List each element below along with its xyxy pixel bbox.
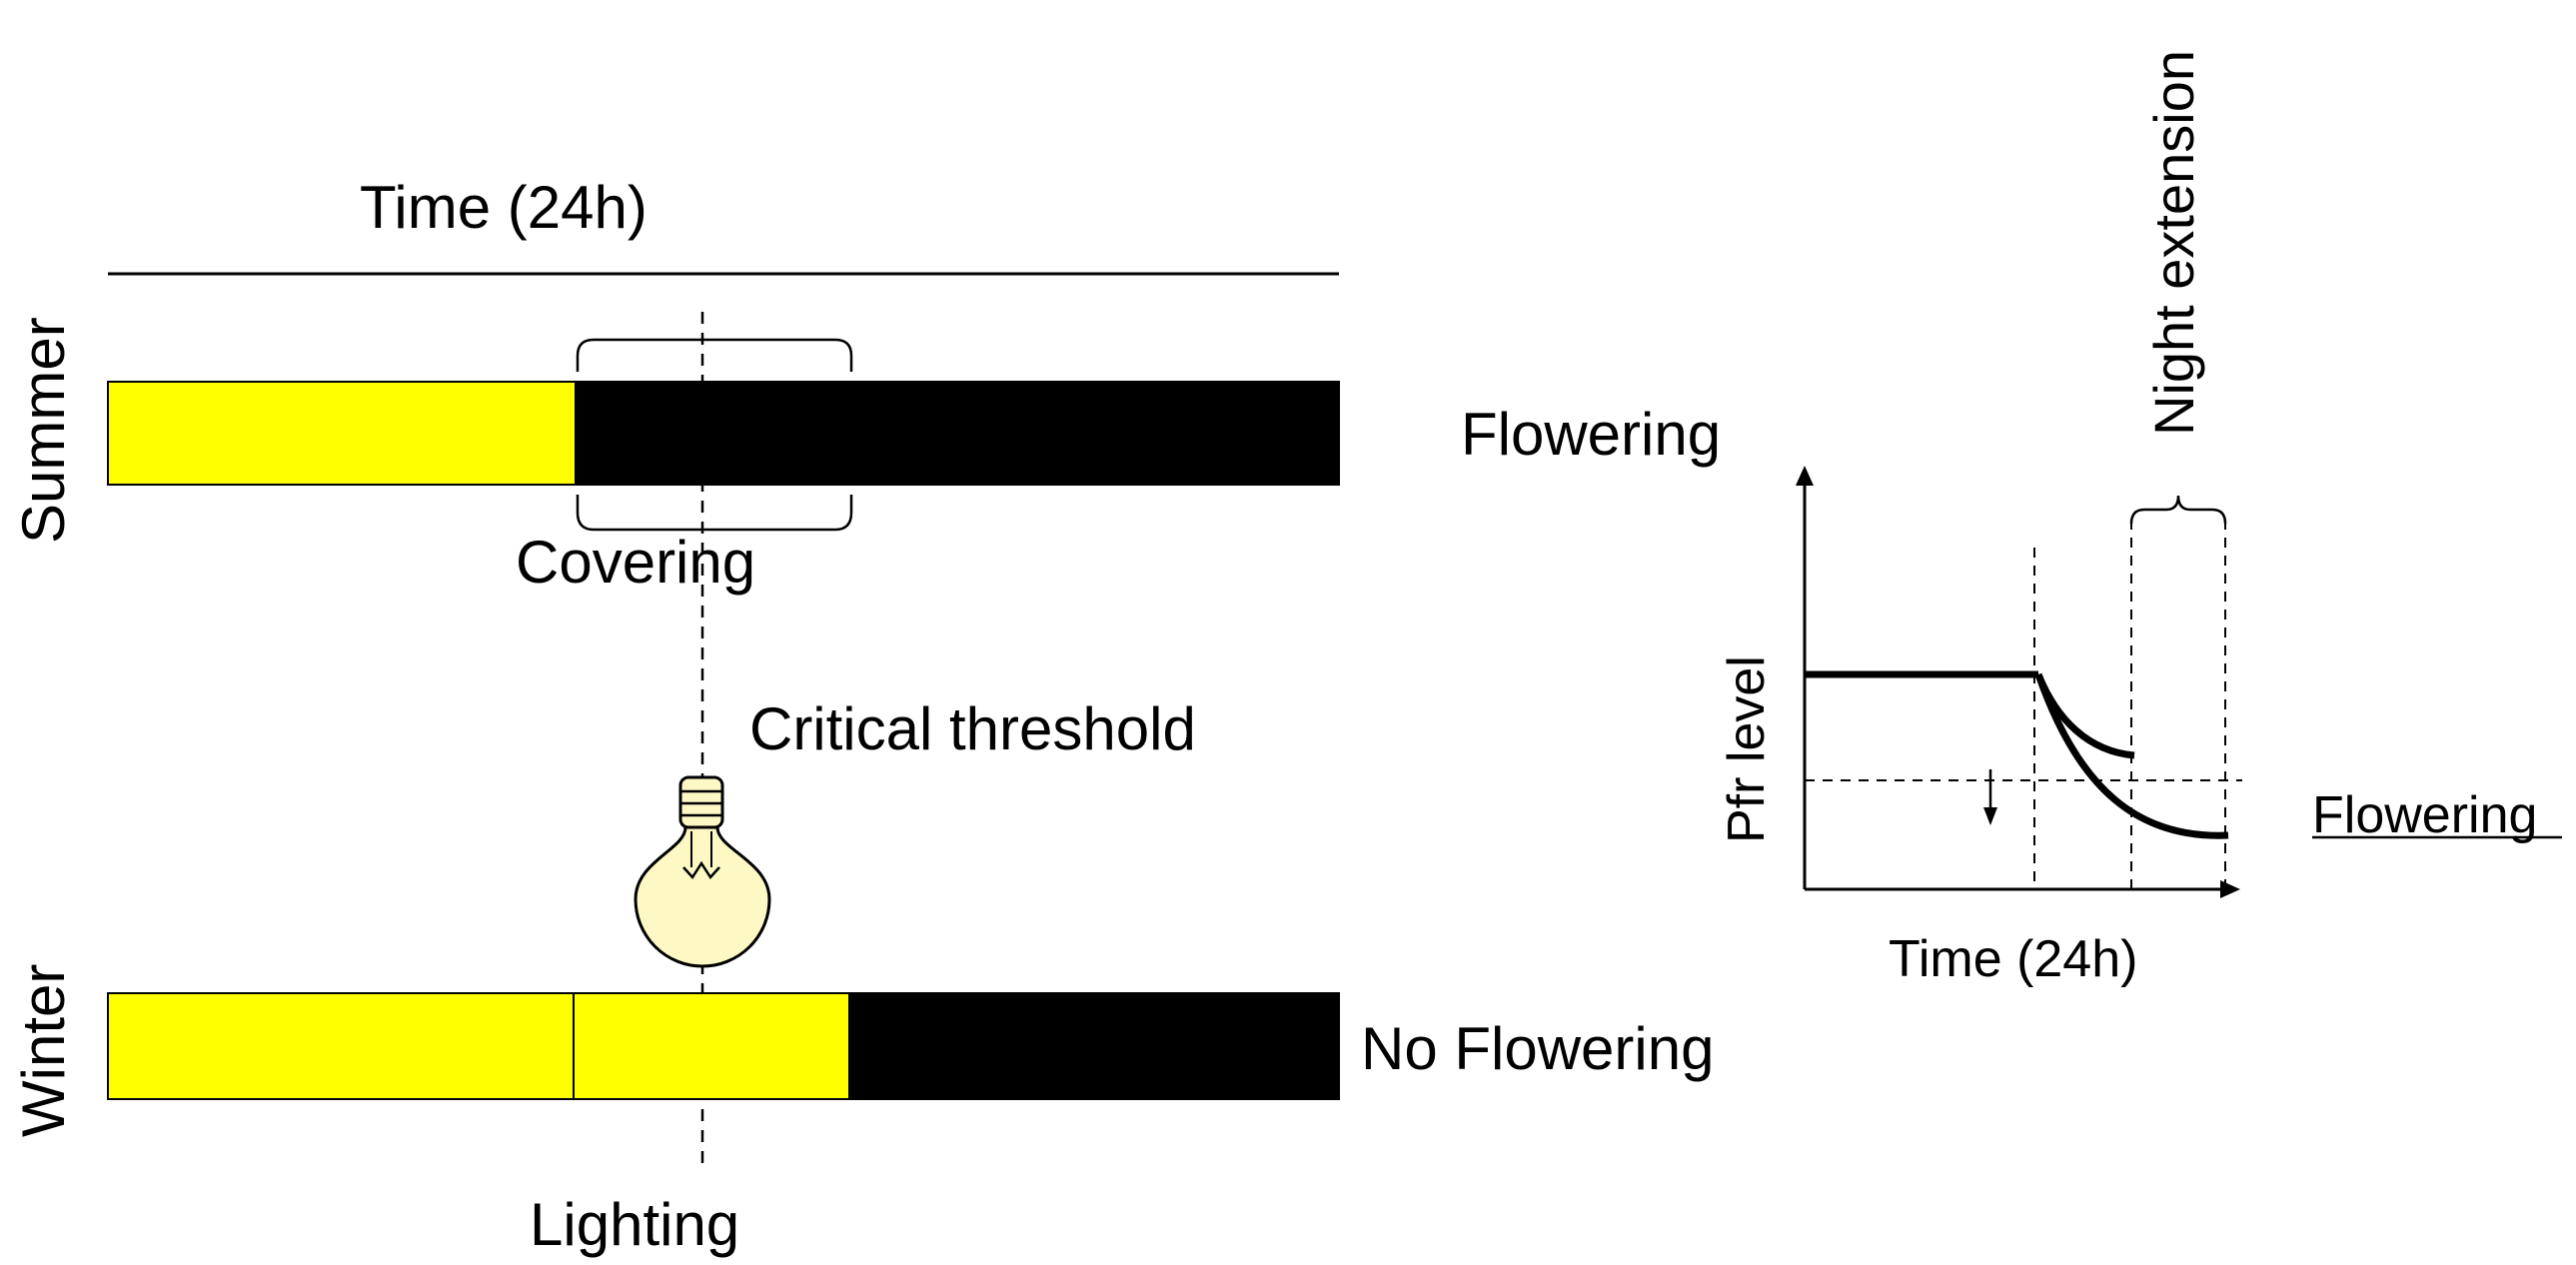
down-arrow-head <box>1983 807 1997 825</box>
night-extension-label: Night extension <box>2142 49 2205 436</box>
winter-dark-segment <box>848 992 1340 1100</box>
winter-lighting-segment <box>573 992 850 1100</box>
x-axis-arrow <box>2220 880 2240 898</box>
flowering-summer-label: Flowering <box>1461 401 1722 468</box>
pfr-decay-long <box>2034 672 2229 839</box>
summer-bar <box>107 381 1340 486</box>
flowering-graph-label: Flowering <box>2312 786 2538 844</box>
time-axis-label-top: Time (24h) <box>360 174 647 241</box>
winter-bar <box>107 992 1340 1100</box>
summer-dark-segment <box>575 381 1340 486</box>
no-flowering-label: No Flowering <box>1361 1015 1715 1082</box>
summer-light-segment <box>107 381 577 486</box>
covering-label: Covering <box>516 529 756 596</box>
y-axis-arrow <box>1796 466 1814 486</box>
night-extension-brace <box>2129 495 2227 525</box>
covering-bracket <box>576 338 853 532</box>
winter-label: Winter <box>10 963 77 1137</box>
light-bulb-icon <box>634 775 771 968</box>
lighting-label: Lighting <box>530 1191 740 1258</box>
summer-label: Summer <box>10 317 77 544</box>
time-axis-label-graph: Time (24h) <box>1889 930 2138 988</box>
pfr-graph <box>1796 466 2562 898</box>
critical-threshold-label: Critical threshold <box>749 695 1196 762</box>
pfr-level-axis-label: Pfr level <box>1718 655 1776 843</box>
winter-light-segment <box>107 992 575 1100</box>
